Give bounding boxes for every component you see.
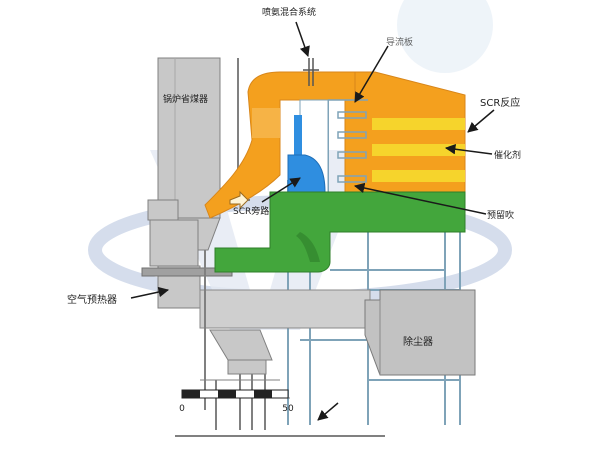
label-boiler-economizer: 锅炉省煤器 xyxy=(163,93,208,105)
label-scr-bypass: SCR旁路 xyxy=(233,205,269,217)
label-ammonia-mixing: 喷氨混合系统 xyxy=(262,6,316,18)
label-air-preheater: 空气预热器 xyxy=(67,293,117,306)
boiler-economizer xyxy=(157,57,250,251)
leader-arrows xyxy=(130,21,495,421)
label-deflector: 导流板 xyxy=(386,36,413,48)
labels: 喷氨混合系统 导流板 SCR反应 催化剂 锅炉省煤器 SCR旁路 预留吹 空气预… xyxy=(67,6,521,348)
scale-end: 50 xyxy=(282,404,294,414)
label-precipitator: 除尘器 xyxy=(403,335,433,348)
green-outlet-duct xyxy=(214,191,466,273)
label-scr-reactor: SCR反应 xyxy=(480,96,520,109)
flow-arrow-icon xyxy=(229,190,249,210)
scale-start: 0 xyxy=(179,404,185,414)
precipitator xyxy=(364,289,476,376)
scale-bar: 0 50 xyxy=(179,389,294,414)
lower-gray-ducts xyxy=(141,199,385,437)
label-soot-blower: 预留吹 xyxy=(487,209,514,221)
orange-inlet-duct xyxy=(204,71,361,219)
label-catalyst: 催化剂 xyxy=(494,149,521,161)
ammonia-injection-pipe xyxy=(303,58,319,86)
